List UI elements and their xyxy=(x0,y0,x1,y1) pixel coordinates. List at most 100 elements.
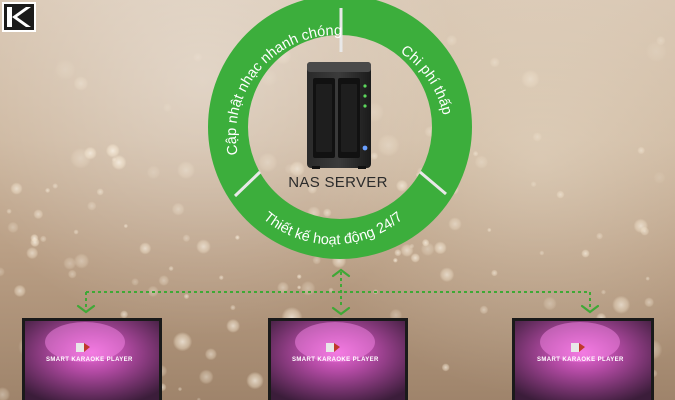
bokeh-light xyxy=(448,217,462,231)
bokeh-light xyxy=(530,181,537,188)
nas-server-icon xyxy=(307,62,371,169)
bokeh-light xyxy=(131,278,140,286)
bokeh-light xyxy=(123,223,128,229)
bokeh-light xyxy=(13,284,26,298)
bokeh-light xyxy=(644,297,655,308)
bokeh-light xyxy=(204,348,217,361)
bokeh-light xyxy=(491,269,498,277)
bokeh-light xyxy=(312,255,322,265)
bokeh-light xyxy=(67,269,77,279)
bokeh-light xyxy=(297,285,302,290)
bokeh-light xyxy=(439,267,455,283)
bokeh-light xyxy=(139,242,152,255)
ring-divider xyxy=(419,170,447,196)
bokeh-light xyxy=(489,57,500,68)
bokeh-light xyxy=(542,296,557,311)
bokeh-light xyxy=(7,221,19,234)
bokeh-light xyxy=(158,275,170,286)
bokeh-light xyxy=(277,281,289,294)
bokeh-light xyxy=(596,232,604,240)
arrow-down-icon xyxy=(580,304,600,314)
karaoke-player-logo-icon xyxy=(76,343,84,352)
bokeh-light xyxy=(52,183,59,189)
tv-screen xyxy=(268,318,408,400)
bokeh-light xyxy=(177,387,183,392)
bokeh-light xyxy=(410,253,421,263)
karaoke-player-logo-icon xyxy=(326,343,334,352)
bokeh-light xyxy=(146,165,161,180)
bokeh-light xyxy=(168,265,174,272)
arrow-down-icon xyxy=(331,306,351,316)
bokeh-light xyxy=(73,229,79,235)
arrow-up-icon xyxy=(331,268,351,278)
bokeh-light xyxy=(556,190,565,199)
bokeh-light xyxy=(601,289,606,295)
bokeh-light xyxy=(637,146,646,155)
bokeh-light xyxy=(73,76,89,91)
network-lines xyxy=(85,272,591,308)
bokeh-light xyxy=(70,147,92,169)
bokeh-light xyxy=(653,171,666,184)
bokeh-light xyxy=(230,304,236,311)
bokeh-light xyxy=(182,234,191,243)
bokeh-light xyxy=(33,209,44,220)
bokeh-light xyxy=(63,256,77,270)
bokeh-light xyxy=(370,152,379,160)
bokeh-light xyxy=(257,152,278,173)
tv-screen xyxy=(22,318,162,400)
bokeh-light xyxy=(433,241,447,255)
bokeh-light xyxy=(183,293,190,300)
bokeh-light xyxy=(420,242,435,257)
bokeh-light xyxy=(409,243,415,249)
bokeh-light xyxy=(54,59,76,81)
bokeh-light xyxy=(392,257,398,263)
arrow-down-icon xyxy=(76,304,96,314)
bokeh-light xyxy=(171,202,185,216)
bokeh-light xyxy=(307,184,318,195)
bokeh-light xyxy=(73,253,90,269)
bokeh-light xyxy=(6,208,12,214)
bokeh-light xyxy=(30,233,39,243)
bokeh-light xyxy=(441,363,450,372)
bokeh-light xyxy=(479,305,489,315)
bokeh-light xyxy=(446,34,458,47)
bokeh-light xyxy=(10,182,23,195)
bokeh-light xyxy=(196,239,211,255)
bokeh-light xyxy=(39,235,47,243)
bokeh-light xyxy=(26,247,39,260)
tv-screen xyxy=(512,318,654,400)
bokeh-light xyxy=(172,332,193,352)
bokeh-light xyxy=(111,156,117,162)
bokeh-light xyxy=(645,276,650,281)
network-arrows xyxy=(76,268,600,316)
bokeh-light xyxy=(246,371,264,390)
bokeh-light xyxy=(45,187,51,193)
bokeh-light xyxy=(226,318,241,333)
feature-ring xyxy=(208,0,472,259)
bokeh-light xyxy=(487,227,492,233)
bokeh-light xyxy=(0,387,11,400)
bokeh-light xyxy=(377,134,400,157)
bokeh-light xyxy=(532,132,543,142)
ring-divider xyxy=(233,170,262,198)
tv-brand-text: SMART KARAOKE PLAYER xyxy=(292,357,379,363)
tv-brand-text: SMART KARAOKE PLAYER xyxy=(46,357,133,363)
bokeh-light xyxy=(105,143,120,158)
bokeh-light xyxy=(633,218,649,234)
bokeh-light xyxy=(284,163,296,175)
bokeh-light xyxy=(300,280,316,296)
karaoke-player-logo-icon xyxy=(571,343,579,352)
bokeh-light xyxy=(612,295,631,314)
tv-brand-text: SMART KARAOKE PLAYER xyxy=(537,357,624,363)
bokeh-light xyxy=(234,235,240,240)
bokeh-light xyxy=(218,275,224,281)
bokeh-light xyxy=(296,274,302,280)
bokeh-light xyxy=(120,310,129,319)
bokeh-light xyxy=(87,201,97,211)
bokeh-light xyxy=(0,267,5,277)
bokeh-light xyxy=(198,369,214,385)
bokeh-light xyxy=(395,179,409,192)
bokeh-light xyxy=(176,161,196,180)
bokeh-light xyxy=(645,41,668,63)
